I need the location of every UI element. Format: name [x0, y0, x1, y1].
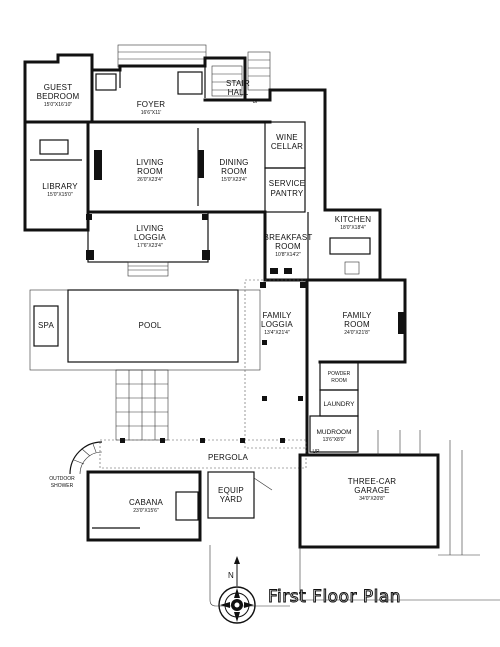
room-powder-name: POWDER [328, 371, 351, 377]
room-foyer-name: FOYER [137, 100, 166, 109]
room-family-loggia-name: FAMILY [262, 311, 292, 320]
room-library-name: LIBRARY [42, 182, 78, 191]
room-breakfast-dims: 10'8"X14'2" [275, 252, 301, 258]
outdoor-stair [69, 441, 103, 475]
room-outdoor-shower-name2: SHOWER [51, 483, 74, 489]
equip-yard [207, 471, 273, 519]
room-pool-name: POOL [138, 321, 161, 330]
room-mudroom-name: MUDROOM [316, 429, 351, 436]
room-family-loggia-dims: 13'4"X21'4" [264, 330, 290, 336]
stair-up-marker: UP [253, 99, 261, 105]
garage-walls [290, 430, 500, 601]
room-cabana-name: CABANA [129, 498, 164, 507]
room-family-room-name: FAMILY [342, 311, 372, 320]
room-living-room-name: LIVING [136, 158, 163, 167]
room-wine-cellar-name: WINE [276, 133, 298, 142]
room-labels: GUEST BEDROOM 15'0"X16'10" FOYER 16'6"X1… [37, 79, 396, 514]
room-service-pantry-name: SERVICE [269, 179, 305, 188]
room-family-loggia-name2: LOGGIA [261, 320, 293, 329]
room-living-loggia-name2: LOGGIA [134, 233, 166, 242]
living-loggia [86, 211, 210, 277]
room-foyer-dims: 16'6"X11' [141, 110, 162, 116]
north-compass-icon [218, 556, 256, 624]
room-mudroom-dims: 13'6"X8'0" [323, 437, 346, 443]
room-wine-cellar-name2: CELLAR [271, 142, 303, 151]
room-spa-name: SPA [38, 321, 54, 330]
cabana-walls [86, 470, 202, 542]
pool-area [29, 289, 261, 441]
pergola [99, 438, 307, 469]
room-equip-yard-name: EQUIP [218, 486, 244, 495]
room-equip-yard-name2: YARD [220, 495, 242, 504]
room-breakfast-name: BREAKFAST [264, 233, 313, 242]
family-room-walls [305, 278, 407, 457]
plan-title: First Floor Plan [268, 587, 401, 607]
family-loggia [244, 279, 308, 449]
room-guest-bedroom-dims: 15'0"X16'10" [44, 102, 72, 108]
room-living-loggia-name: LIVING [136, 224, 163, 233]
room-garage-name2: GARAGE [354, 486, 389, 495]
room-pergola-name: PERGOLA [208, 453, 249, 462]
north-wing-walls [23, 53, 272, 124]
room-dining-room-dims: 15'0"X23'4" [221, 177, 247, 183]
library-walls [23, 120, 90, 232]
room-living-room-dims: 26'0"X23'4" [137, 177, 163, 183]
room-outdoor-shower-name: OUTDOOR [49, 476, 75, 482]
room-guest-bedroom-name: GUEST [44, 83, 73, 92]
site-lines [209, 545, 290, 607]
room-dining-room-name: DINING [219, 158, 248, 167]
north-label: N [228, 571, 234, 580]
room-living-loggia-dims: 17'6"X23'4" [137, 243, 163, 249]
room-garage-dims: 34'0"X20'8" [359, 496, 385, 502]
room-living-room-name2: ROOM [137, 167, 163, 176]
room-family-room-dims: 24'0"X21'8" [344, 330, 370, 336]
stair-up-marker-2: UP [313, 449, 321, 455]
room-stair-hall-name: STAIR [226, 79, 250, 88]
room-garage-name: THREE-CAR [348, 477, 396, 486]
room-kitchen-dims: 18'0"X18'4" [340, 225, 366, 231]
room-family-room-name2: ROOM [344, 320, 370, 329]
room-cabana-dims: 23'0"X15'6" [133, 508, 159, 514]
room-service-pantry-name2: PANTRY [271, 189, 304, 198]
room-powder-name2: ROOM [331, 378, 347, 384]
room-stair-hall-name2: HALL [228, 88, 249, 97]
room-kitchen-name: KITCHEN [335, 215, 372, 224]
room-laundry-name: LAUNDRY [324, 401, 356, 408]
room-dining-room-name2: ROOM [221, 167, 247, 176]
room-library-dims: 15'0"X15'0" [47, 192, 73, 198]
room-breakfast-name2: ROOM [275, 242, 301, 251]
room-guest-bedroom-name2: BEDROOM [37, 92, 80, 101]
